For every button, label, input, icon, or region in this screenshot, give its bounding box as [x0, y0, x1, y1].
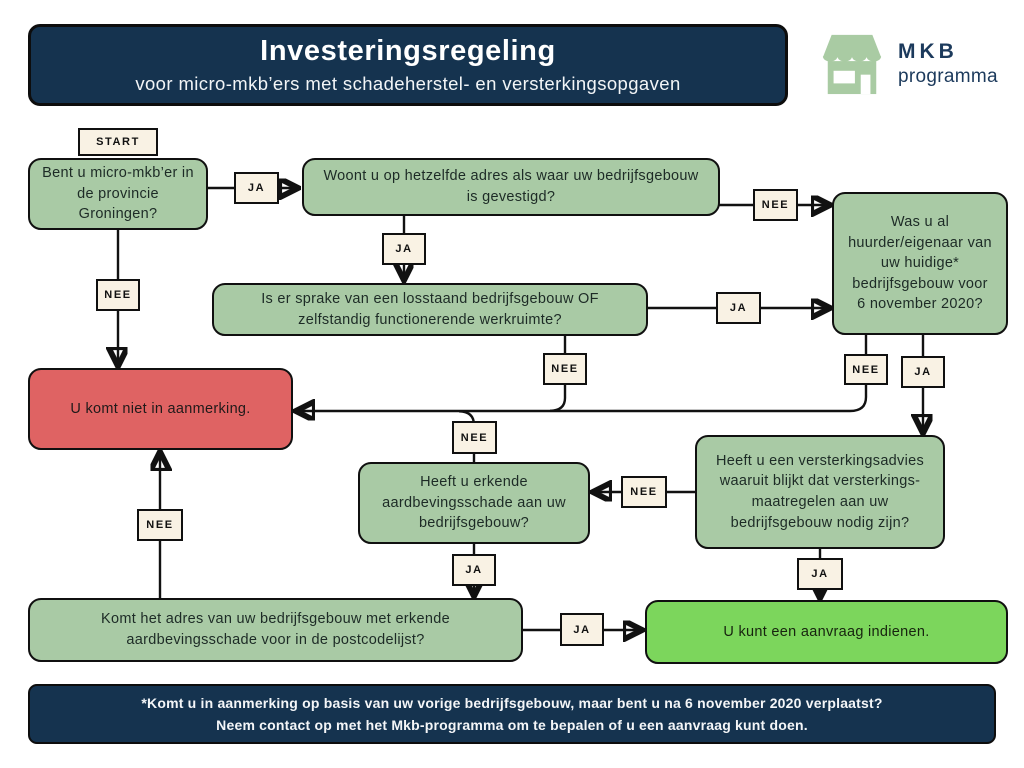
start-tag: START [78, 128, 158, 156]
footer-note: *Komt u in aanmerking op basis van uw vo… [28, 684, 996, 744]
edge-label-ja-postcode-to-aanvraag: JA [560, 613, 604, 646]
node-question-losstaand-gebouw: Is er sprake van een losstaand bedrijfsg… [212, 283, 648, 336]
edge-label-nee-losstaand-to-afwijzing: NEE [543, 353, 587, 385]
edge-label-nee-huurder-to-afwijzing: NEE [844, 354, 888, 385]
edge-label-nee-micro-to-afwijzing: NEE [96, 279, 140, 311]
edge-label-ja-adres-to-losstaand: JA [382, 233, 426, 265]
header-banner: Investeringsregeling voor micro-mkb’ers … [28, 24, 788, 106]
node-result-aanvraag-indienen: U kunt een aanvraag indienen. [645, 600, 1008, 664]
page-title: Investeringsregeling [260, 35, 556, 68]
edge-label-nee-postcode-to-afwijzing: NEE [137, 509, 183, 541]
edge-label-ja-advies-to-aanvraag: JA [797, 558, 843, 590]
node-question-versterkingsadvies: Heeft u een versterkingsadvies waaruit b… [695, 435, 945, 549]
mkb-logo: MKB programma [820, 26, 1016, 102]
storefront-icon [822, 34, 882, 95]
logo-name: MKB [898, 40, 958, 63]
edge-label-nee-schade-to-afwijzing: NEE [452, 421, 497, 454]
footer-note-line2: Neem contact op met het Mkb-programma om… [216, 717, 808, 733]
logo-subname: programma [898, 66, 998, 87]
node-question-huurder-eigenaar: Was u al huurder/eigenaar van uw huidige… [832, 192, 1008, 335]
edge-label-ja-micro-to-adres: JA [234, 172, 279, 204]
edge-label-ja-schade-to-postcode: JA [452, 554, 496, 586]
node-question-micro-mkb: Bent u micro-mkb’er in de provincie Gron… [28, 158, 208, 230]
footer-note-line1: *Komt u in aanmerking op basis van uw vo… [141, 694, 883, 711]
edge-label-ja-huurder-to-advies: JA [901, 356, 945, 388]
edge-label-ja-losstaand-to-huurder: JA [716, 292, 761, 324]
edge-label-nee-advies-to-schade: NEE [621, 476, 667, 508]
node-question-aardbevingsschade: Heeft u erkende aardbevingsschade aan uw… [358, 462, 590, 544]
page-subtitle: voor micro-mkb’ers met schadeherstel- en… [135, 72, 681, 94]
logo-text: MKB programma [898, 40, 998, 88]
node-question-zelfde-adres: Woont u op hetzelfde adres als waar uw b… [302, 158, 720, 216]
node-question-postcodelijst: Komt het adres van uw bedrijfsgebouw met… [28, 598, 523, 662]
edge-label-nee-adres-to-huurder: NEE [753, 189, 798, 221]
node-result-niet-in-aanmerking: U komt niet in aanmerking. [28, 368, 293, 450]
